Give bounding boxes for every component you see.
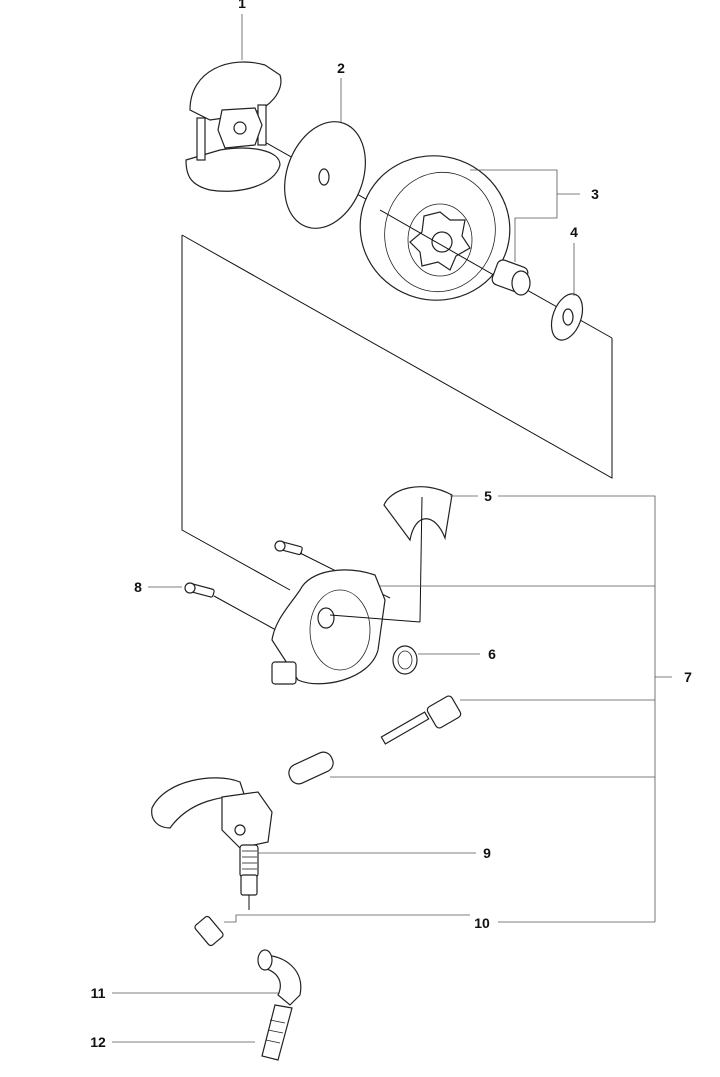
part-3-needle-bearing (491, 259, 531, 296)
leader-lines (112, 14, 672, 1043)
callout-4: 4 (570, 224, 578, 240)
part-3-clutch-drum (359, 155, 521, 301)
callout-9: 9 (483, 845, 491, 861)
part-1-clutch (185, 61, 282, 192)
part-6-spring (392, 645, 418, 675)
callout-11: 11 (91, 985, 106, 1001)
callout-2: 2 (337, 60, 345, 76)
callout-3: 3 (591, 186, 599, 202)
callout-labels: 1 2 3 4 5 6 7 8 9 10 11 12 (90, 0, 692, 1050)
callout-12: 12 (90, 1034, 106, 1050)
callout-8: 8 (134, 579, 142, 595)
callout-7: 7 (684, 669, 692, 685)
part-12-oil-filter (261, 1004, 293, 1061)
oil-pump-housing (271, 496, 423, 685)
pump-worm-gear (380, 695, 462, 745)
part-8-screws (184, 540, 391, 636)
pump-piston (288, 751, 334, 785)
part-10-elbow-fitting (194, 895, 250, 947)
part-4-washer (550, 293, 584, 341)
part-11-oil-hose (257, 949, 302, 1006)
callout-1: 1 (238, 0, 246, 11)
callout-6: 6 (488, 646, 496, 662)
part-9-hose-spring (239, 844, 259, 896)
oil-pump-body (151, 777, 273, 849)
callout-5: 5 (484, 488, 492, 504)
callout-10: 10 (474, 915, 490, 931)
assembly-frame (181, 234, 613, 591)
part-2-washer (284, 121, 366, 229)
part-5-brake-segment (383, 486, 453, 542)
